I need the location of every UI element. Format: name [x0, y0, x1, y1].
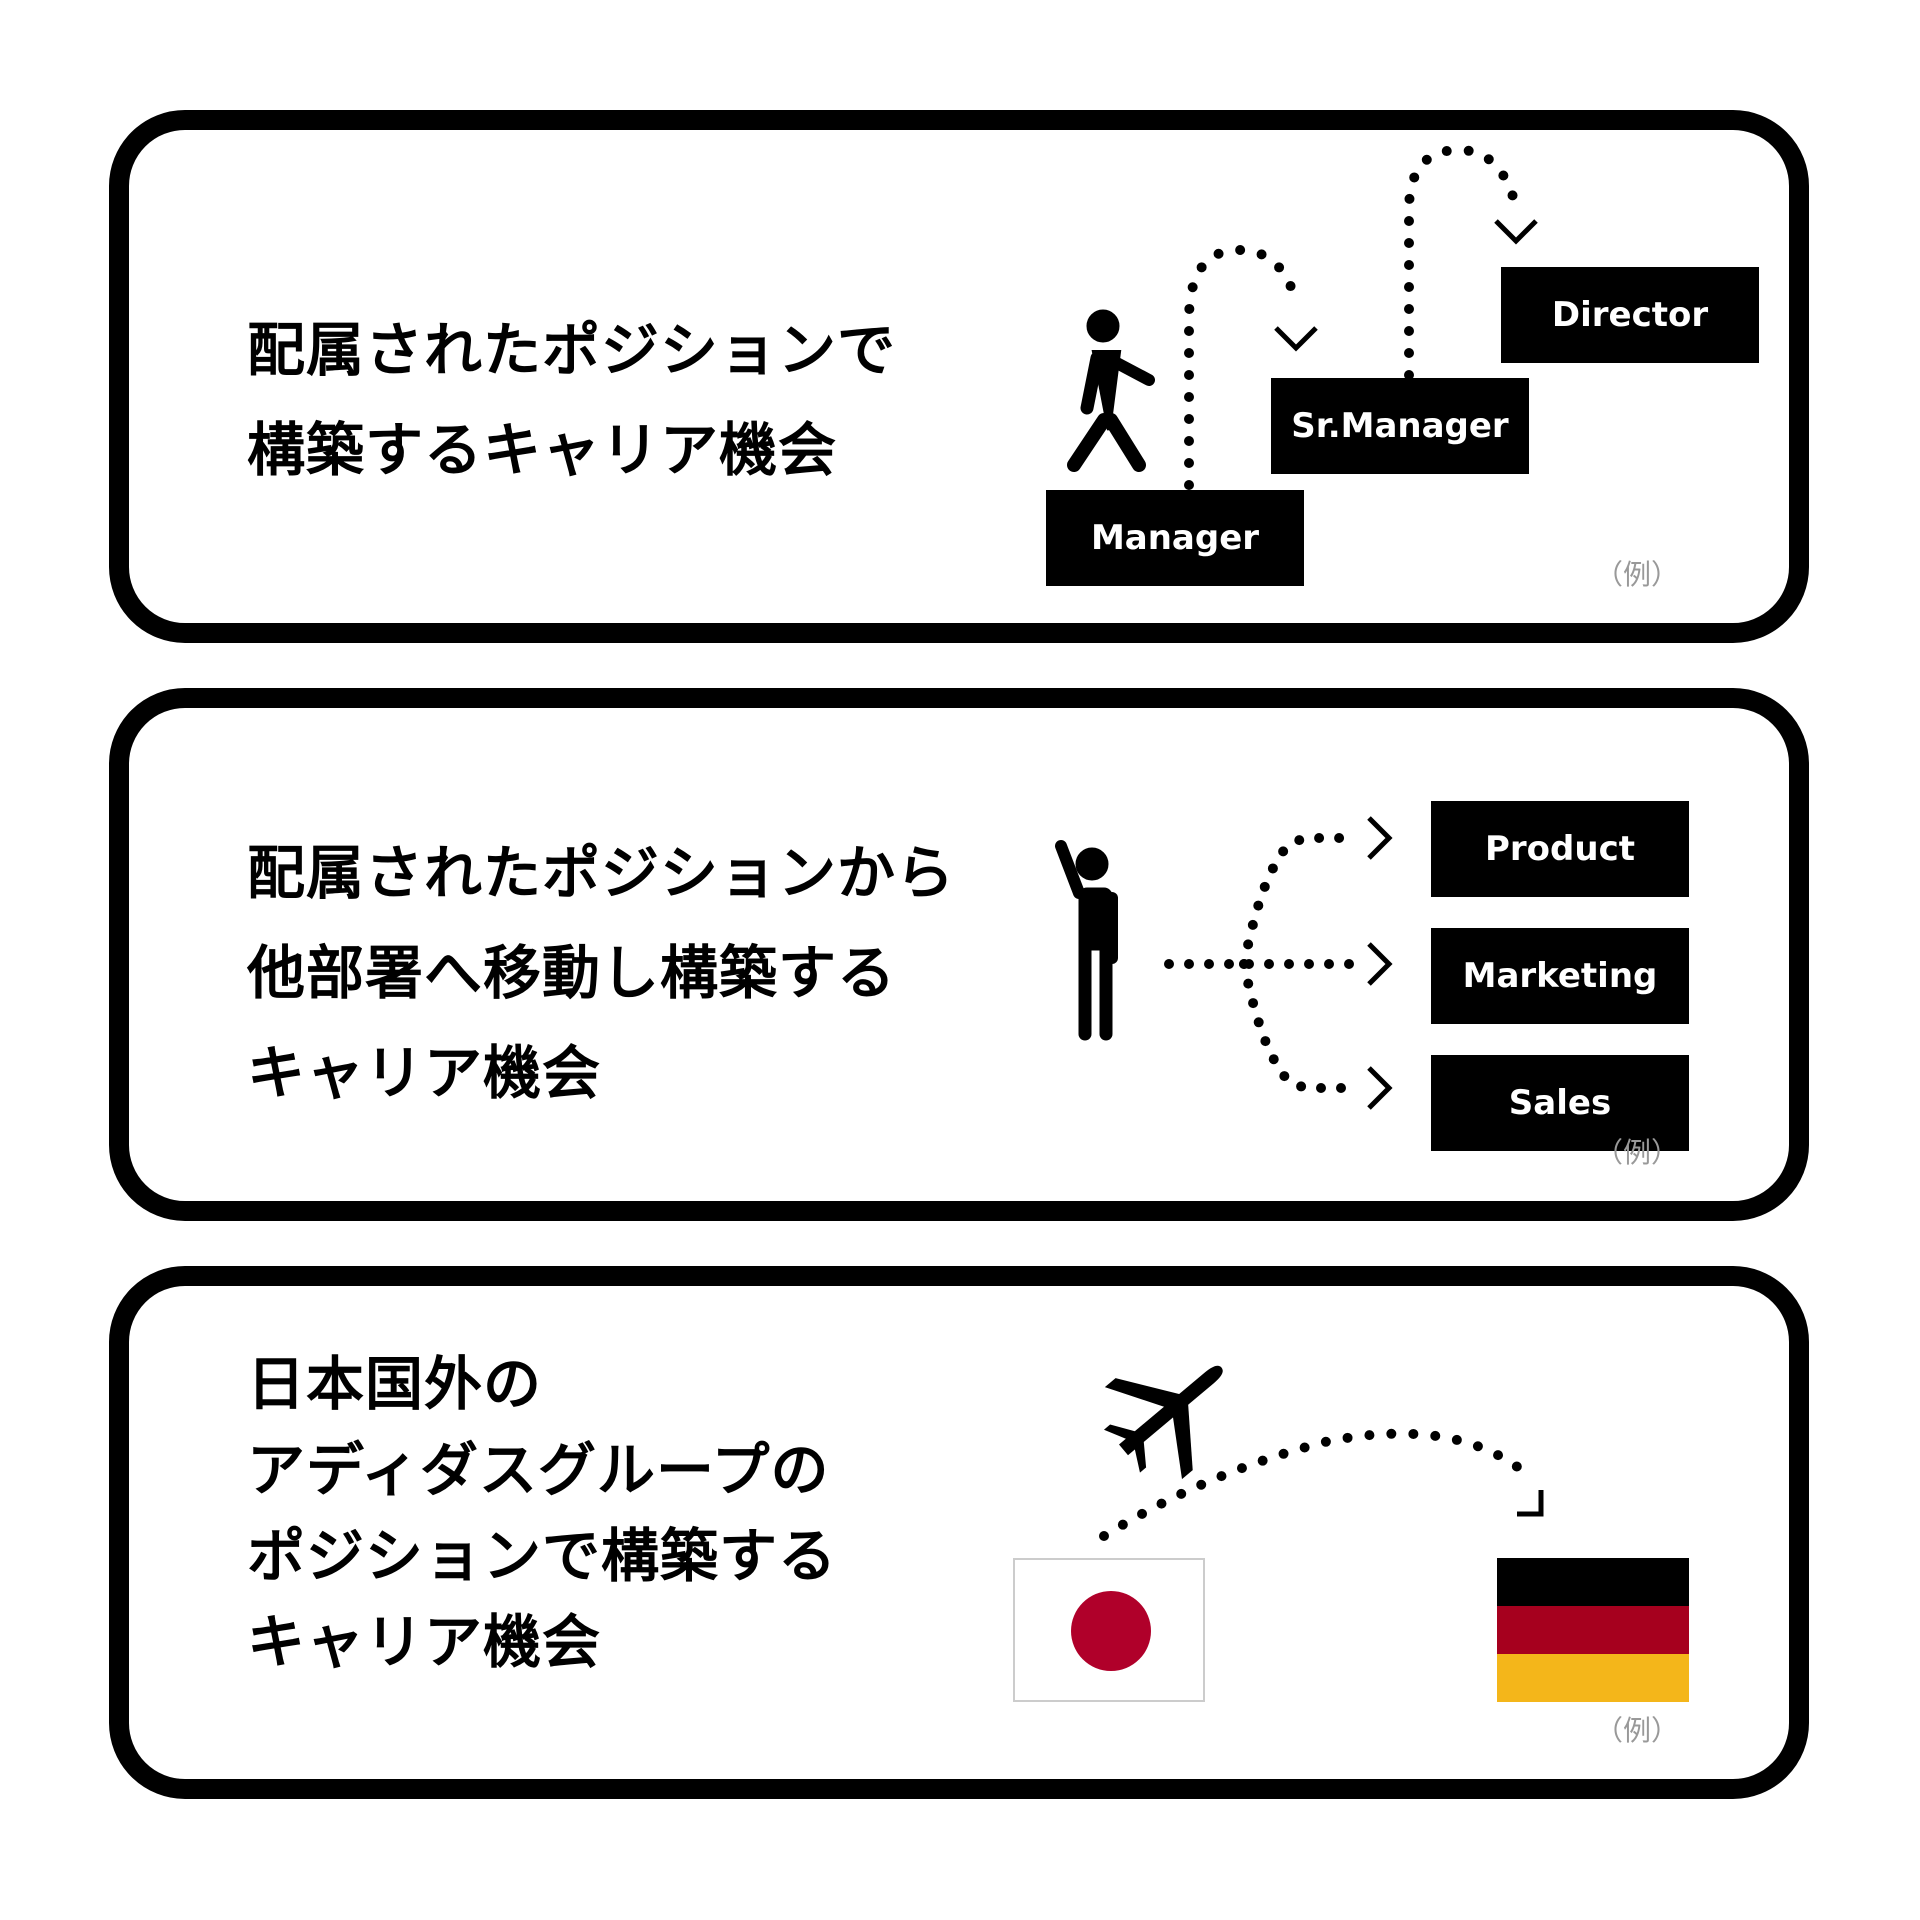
title-line: 日本国外の — [247, 1350, 543, 1418]
role-label-manager: Manager — [1046, 490, 1304, 586]
title-line: 配属されたポジションで — [247, 316, 897, 384]
japan-flag-disc — [1071, 1591, 1151, 1671]
arrowhead — [1367, 816, 1393, 860]
germany-flag-gold-stripe — [1497, 1654, 1689, 1702]
department-label-marketing: Marketing — [1431, 928, 1689, 1024]
germany-flag-black-stripe — [1497, 1558, 1689, 1606]
card-title: 日本国外の アディダスグループの ポジションで構築する キャリア機会 — [247, 1341, 837, 1685]
title-line: 他部署へ移動し構築する — [247, 939, 897, 1007]
raised-hand-person-icon — [1055, 840, 1118, 1041]
airplane-icon — [1103, 1365, 1223, 1480]
title-line: 構築するキャリア機会 — [247, 416, 838, 484]
germany-flag-red-stripe — [1497, 1606, 1689, 1654]
branch-arrow-top — [1239, 833, 1364, 969]
arrowhead — [1274, 326, 1318, 352]
career-card-department-move: 配属されたポジションから 他部署へ移動し構築する キャリア機会 Product … — [109, 688, 1809, 1221]
role-label-director: Director — [1501, 267, 1759, 363]
title-line: ポジションで構築する — [247, 1522, 838, 1590]
title-line: キャリア機会 — [247, 1039, 602, 1107]
promotion-arrow-2 — [1404, 144, 1519, 380]
promotion-arrow-1 — [1184, 244, 1299, 490]
germany-flag-icon — [1497, 1558, 1689, 1702]
department-label-sales: Sales — [1431, 1055, 1689, 1151]
arrowhead — [1517, 1490, 1544, 1517]
role-label-sr-manager: Sr.Manager — [1271, 378, 1529, 474]
title-line: キャリア機会 — [247, 1608, 602, 1676]
example-note: （例） — [1594, 1714, 1679, 1747]
department-label-product: Product — [1431, 801, 1689, 897]
branch-arrow-bottom — [1239, 959, 1364, 1093]
example-note: （例） — [1594, 1136, 1679, 1169]
arrowhead — [1367, 1066, 1393, 1110]
overseas-diagram — [1099, 1365, 1544, 1541]
walking-person-icon — [1067, 309, 1155, 472]
example-note: （例） — [1594, 558, 1679, 591]
card-title: 配属されたポジションで 構築するキャリア機会 — [247, 300, 896, 500]
japan-flag-icon — [1013, 1558, 1205, 1702]
career-card-promotion: 配属されたポジションで 構築するキャリア機会 Manager Sr.Manage… — [109, 110, 1809, 643]
promotion-diagram — [1067, 144, 1538, 490]
department-diagram — [1055, 816, 1393, 1110]
arrowhead — [1367, 942, 1393, 986]
arrowhead — [1494, 219, 1538, 245]
career-card-overseas: 日本国外の アディダスグループの ポジションで構築する キャリア機会 （例） — [109, 1266, 1809, 1799]
flight-path — [1099, 1428, 1534, 1541]
title-line: アディダスグループの — [247, 1436, 830, 1504]
card-title: 配属されたポジションから 他部署へ移動し構築する キャリア機会 — [247, 823, 955, 1123]
title-line: 配属されたポジションから — [247, 839, 956, 907]
